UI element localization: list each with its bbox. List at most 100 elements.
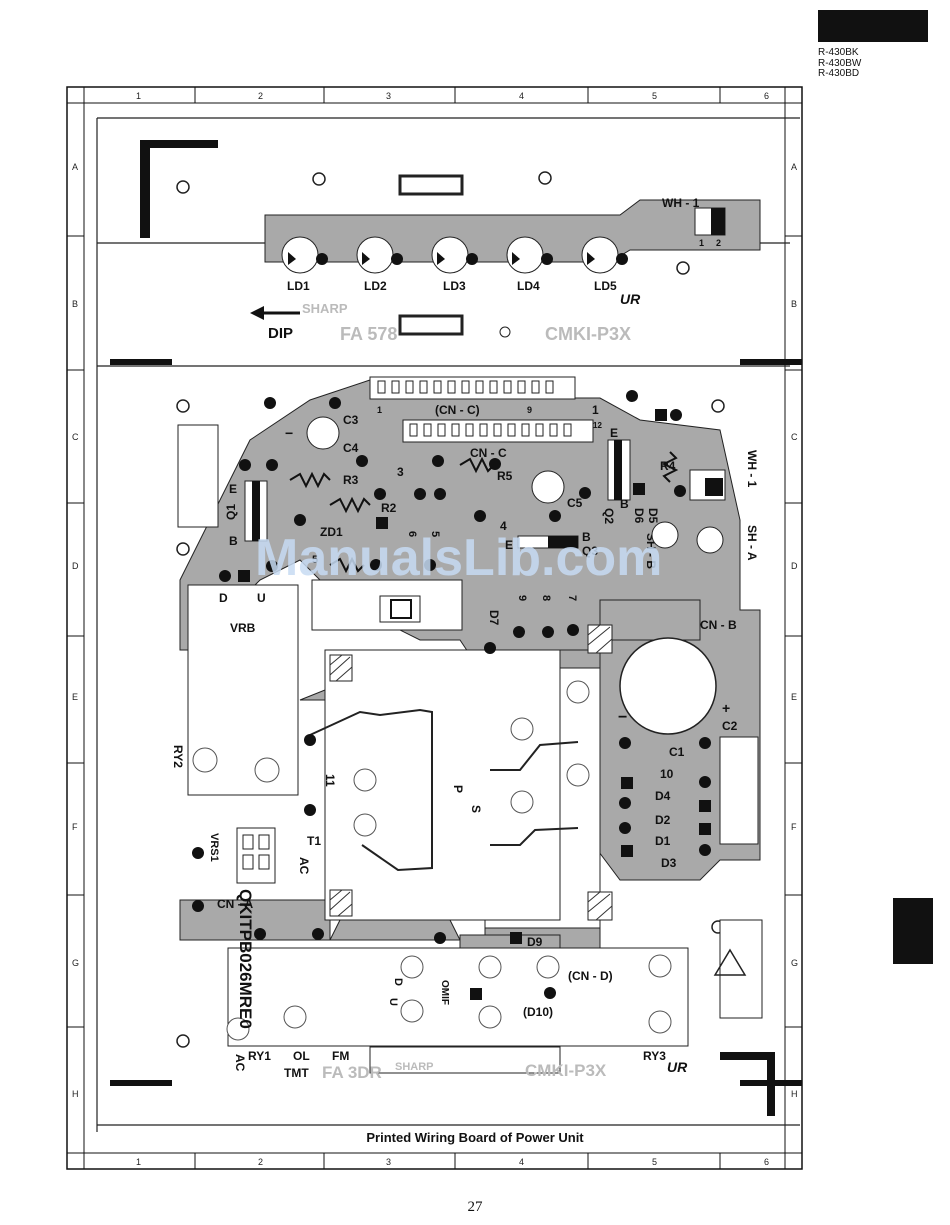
label-wh1-right: WH - 1	[745, 450, 759, 488]
label-cn-c-mid: CN - C	[470, 446, 507, 460]
label-d1: D1	[655, 834, 671, 848]
board-cutouts	[177, 424, 763, 1074]
caption: Printed Wiring Board of Power Unit	[366, 1130, 584, 1145]
label-b: B	[229, 534, 238, 548]
label-d: D	[219, 591, 228, 605]
label-num-9: 9	[516, 595, 528, 601]
label-ac-bottom: AC	[233, 1054, 247, 1072]
warning-triangle-icon	[713, 948, 747, 976]
label-zd1: ZD1	[320, 525, 343, 539]
grid-col: 3	[386, 1157, 391, 1167]
led-ld1	[281, 236, 328, 274]
grid-row: C	[791, 432, 798, 442]
led-ld4	[506, 236, 553, 274]
model-number: R-430BD	[818, 68, 860, 79]
transistor-q1-body	[252, 481, 260, 541]
label-t1: T1	[307, 834, 321, 848]
label-cn-d: (CN - D)	[568, 969, 613, 983]
label-r3: R3	[343, 473, 359, 487]
led-array	[281, 236, 628, 274]
grid-row: A	[72, 162, 78, 172]
label-d4: D4	[655, 789, 671, 803]
capacitor-c3: −	[285, 416, 340, 450]
grid-row: E	[791, 692, 797, 702]
grid-col: 1	[136, 1157, 141, 1167]
label-omif: OMIF	[439, 980, 450, 1005]
silk-sharp-bottom: SHARP	[395, 1061, 434, 1073]
silk-sharp-top: SHARP	[302, 301, 348, 316]
led-ld3	[431, 236, 478, 274]
label-c3: C3	[343, 413, 359, 427]
model-list: R-430BK R-430BW R-430BD	[818, 47, 861, 80]
label-s: S	[469, 805, 483, 813]
grid-col: 1	[136, 91, 141, 101]
connector-cn-a-pins	[242, 834, 270, 870]
grid-col: 2	[258, 1157, 263, 1167]
label-ry1: RY1	[248, 1049, 271, 1063]
grid-column-labels: 1 2 3 4 5 6 1 2 3 4 5 6	[136, 91, 769, 1167]
label-num-4: 4	[500, 519, 507, 533]
grid-row: G	[791, 958, 798, 968]
label-ld2: LD2	[364, 279, 387, 293]
grid-col: 3	[386, 91, 391, 101]
label-c4: C4	[343, 441, 359, 455]
grid-row: E	[72, 692, 78, 702]
pads-round	[192, 680, 672, 1041]
mounting-slot	[398, 314, 464, 336]
plus-sign: +	[722, 700, 730, 716]
grid-row: C	[72, 432, 79, 442]
label-d7: D7	[487, 610, 501, 626]
label-pin: 2	[716, 238, 721, 248]
label-r5: R5	[497, 469, 513, 483]
label-num-7: 7	[566, 595, 578, 601]
label-q1: Q1	[224, 504, 238, 520]
watermark: ManualsLib.com	[255, 529, 662, 587]
label-cn-b: CN - B	[700, 618, 737, 632]
pads-square	[238, 409, 711, 1000]
label-b: B	[620, 497, 629, 511]
grid-row: B	[72, 299, 78, 309]
hatch-lines	[329, 624, 613, 921]
capacitor-c2-outline	[719, 736, 759, 845]
label-e: E	[610, 426, 618, 440]
label-d5: D5	[646, 508, 660, 524]
label-ld5: LD5	[594, 279, 617, 293]
grid-col: 4	[519, 1157, 524, 1167]
label-num-11: 11	[323, 774, 337, 787]
label-d: D	[392, 978, 404, 986]
label-e: E	[229, 482, 237, 496]
label-ld3: LD3	[443, 279, 466, 293]
capacitor-c5	[531, 470, 565, 504]
label-q2: Q2	[602, 508, 616, 524]
registration-bars	[110, 140, 802, 1116]
label-dip: DIP	[268, 325, 293, 342]
label-wh1-top: WH - 1	[662, 196, 700, 210]
label-ry2: RY2	[171, 745, 185, 768]
fiducial	[499, 326, 511, 338]
connector-pins	[377, 380, 572, 437]
label-num-5: 5	[429, 531, 441, 537]
led-ld5	[581, 236, 628, 274]
label-d6: D6	[632, 508, 646, 524]
label-num-3: 3	[397, 465, 404, 479]
ur-mark-bottom: UR	[667, 1059, 688, 1075]
label-u: U	[387, 998, 399, 1006]
label-d3: D3	[661, 856, 677, 870]
switch-sh-a	[696, 526, 724, 554]
grid-row-labels: A B C D E F G H A B C D E F G H	[72, 162, 798, 1099]
transistor-q2-body	[614, 440, 622, 500]
label-fm: FM	[332, 1049, 349, 1063]
model-number: R-430BK	[818, 47, 859, 58]
grid-row: F	[72, 822, 78, 832]
label-ld1: LD1	[287, 279, 310, 293]
label-e: E	[505, 538, 513, 552]
ur-mark-top: UR	[620, 291, 641, 307]
label-num-12: 12	[593, 421, 602, 430]
grid-row: B	[791, 299, 797, 309]
outer-frame	[66, 86, 803, 1170]
label-d9: D9	[527, 935, 543, 949]
label-ac: AC	[297, 857, 311, 875]
connector-cn-c-upper	[369, 376, 576, 400]
label-ol: OL	[293, 1049, 310, 1063]
label-num-1: 1	[377, 405, 382, 415]
